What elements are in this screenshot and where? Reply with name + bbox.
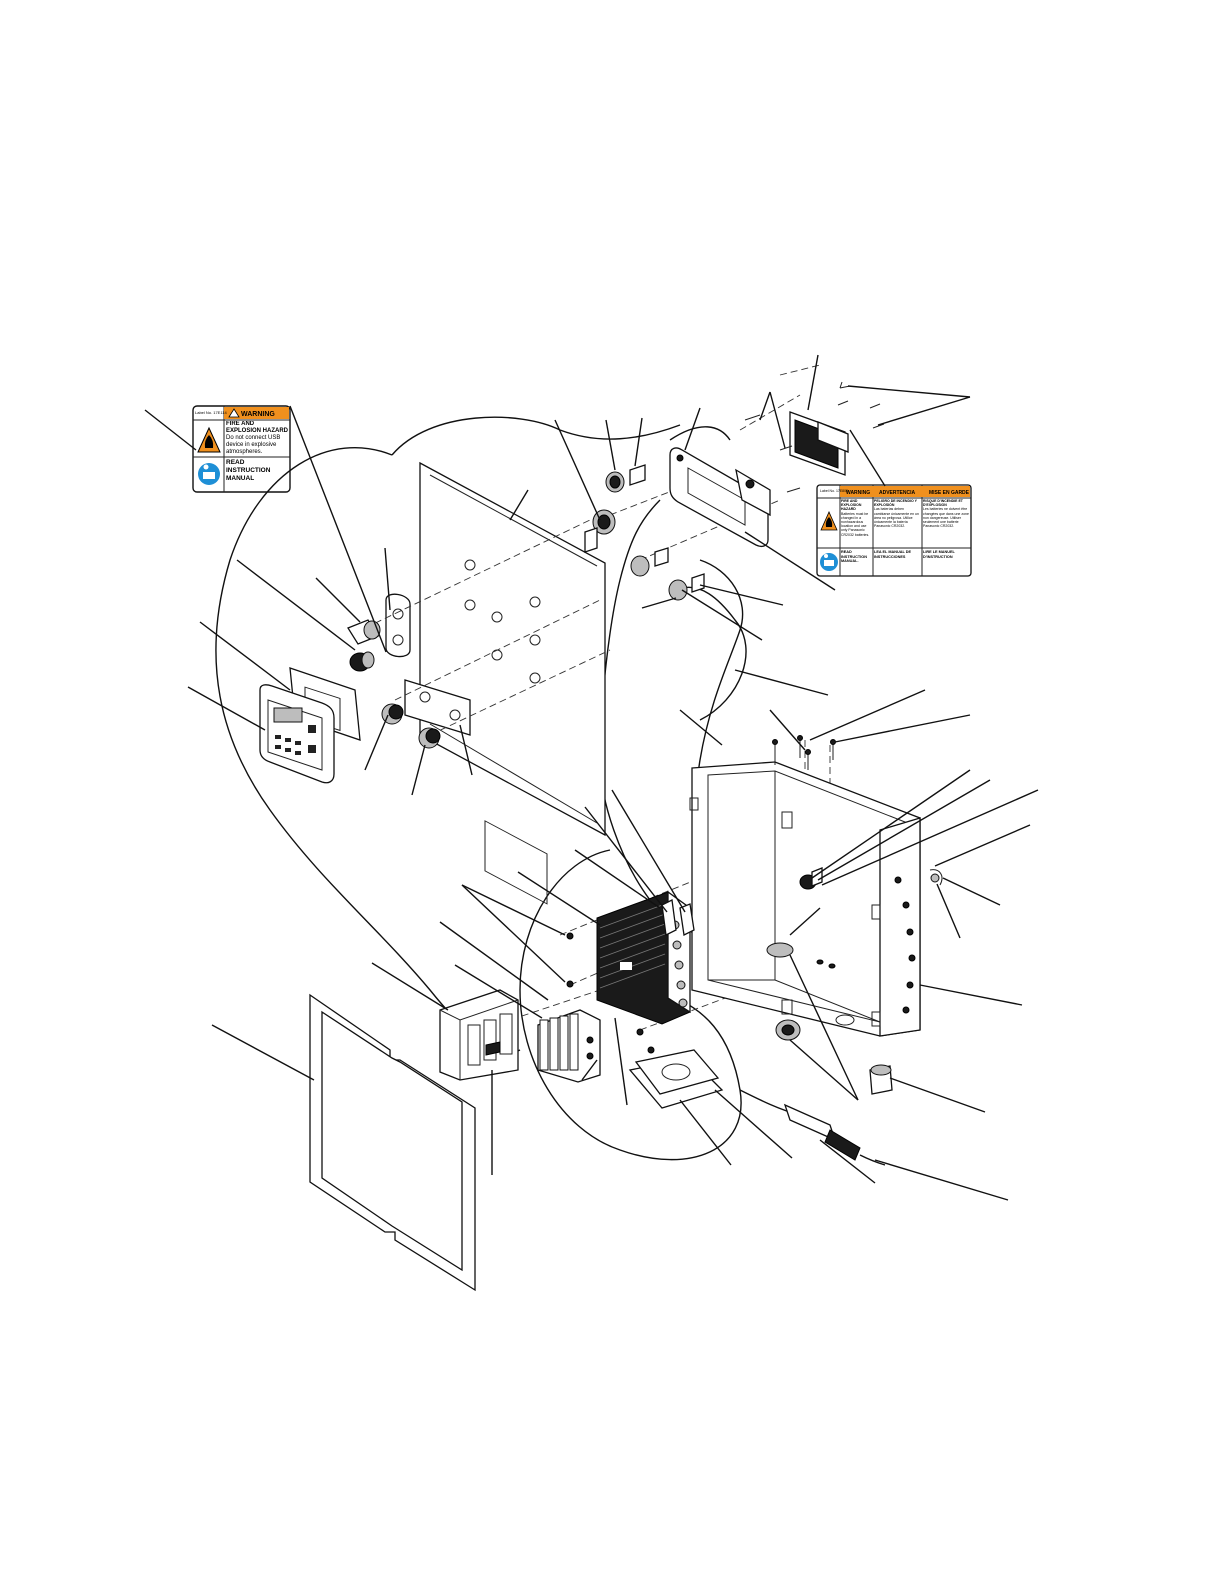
label-large-read-es: LEA EL MANUAL DE INSTRUCCIONES (874, 550, 912, 559)
gasket-strip-upper (385, 593, 411, 658)
callout-leaders (144, 354, 1039, 1201)
enclosure-screws (772, 735, 836, 770)
inner-connector (799, 867, 823, 890)
warning-triangle-icon (228, 408, 240, 418)
mounting-plate (628, 1049, 724, 1109)
label-small-hazard-text: Do not connect USB device in explosive a… (226, 435, 281, 455)
strain-relief (775, 1019, 801, 1041)
label-large-hazard-text-en: Batteries must be changed in a nonhazard… (841, 511, 870, 537)
enclosure (689, 761, 943, 1037)
push-button-2 (418, 727, 441, 749)
warning-label-large: Label No. 17E805 WARNING ADVERTENCIA MIS… (816, 484, 972, 577)
bracket-screws (744, 381, 885, 493)
cover-gasket (309, 993, 476, 1292)
cable-gland (869, 1064, 893, 1095)
usb-connector-lower (584, 509, 616, 553)
operator-keypad (259, 684, 335, 784)
label-large-signal-en: WARNING (846, 490, 870, 496)
label-large-read-en: READ INSTRUCTION MANUAL. (841, 550, 867, 564)
mounting-panel (419, 461, 606, 905)
terminal-block (537, 1009, 601, 1083)
label-large-signal-fr: MISE EN GARDE (929, 490, 970, 496)
label-large-hazard-title-fr: RISQUE D'INCENDIE ET D'EXPLOSION (923, 499, 963, 508)
read-manual-icon (198, 463, 220, 485)
warning-label-small: WARNING Label No. 17E114 FIRE AND EXPLOS… (192, 405, 291, 493)
read-manual-icon (820, 553, 838, 571)
display-module (669, 447, 771, 547)
usb-connector-upper (605, 464, 646, 493)
label-small-hazard-title: FIRE AND EXPLOSION HAZARD (226, 421, 288, 434)
label-large-hazard-text-fr: Les batteries ne doivent être changées q… (923, 507, 969, 529)
ferrite-connectors (661, 899, 695, 936)
label-large-hazard-text-es: Las baterías deben cambiarse únicamente … (874, 507, 919, 529)
connector-pair-mid (630, 547, 705, 601)
label-large-signal-es: ADVERTENCIA (879, 490, 916, 496)
label-large-hazard-title-en: FIRE AND EXPLOSION HAZARD (841, 499, 862, 512)
control-module (596, 890, 691, 1025)
label-small-read-title: READ INSTRUCTION MANUAL (226, 459, 271, 482)
fire-hazard-icon (820, 511, 838, 531)
selector-knob (349, 651, 375, 672)
label-large-part-no: Label No. 17E805 (820, 489, 848, 493)
display-bracket (789, 411, 849, 476)
label-large-read-fr: LIRE LE MANUEL D'INSTRUCTION (923, 550, 955, 559)
power-supply (439, 989, 519, 1081)
label-small-part-no: Label No. 17E114 (195, 410, 228, 415)
fire-hazard-icon (197, 426, 221, 453)
gasket-strip-lower (404, 679, 471, 736)
label-small-signal-word: WARNING (241, 411, 275, 418)
usb-cable-assembly (739, 1089, 886, 1166)
module-screws (566, 932, 655, 1054)
label-large-hazard-title-es: PELIGRO DE INCENDIO Y EXPLOSIÓN (874, 499, 917, 508)
